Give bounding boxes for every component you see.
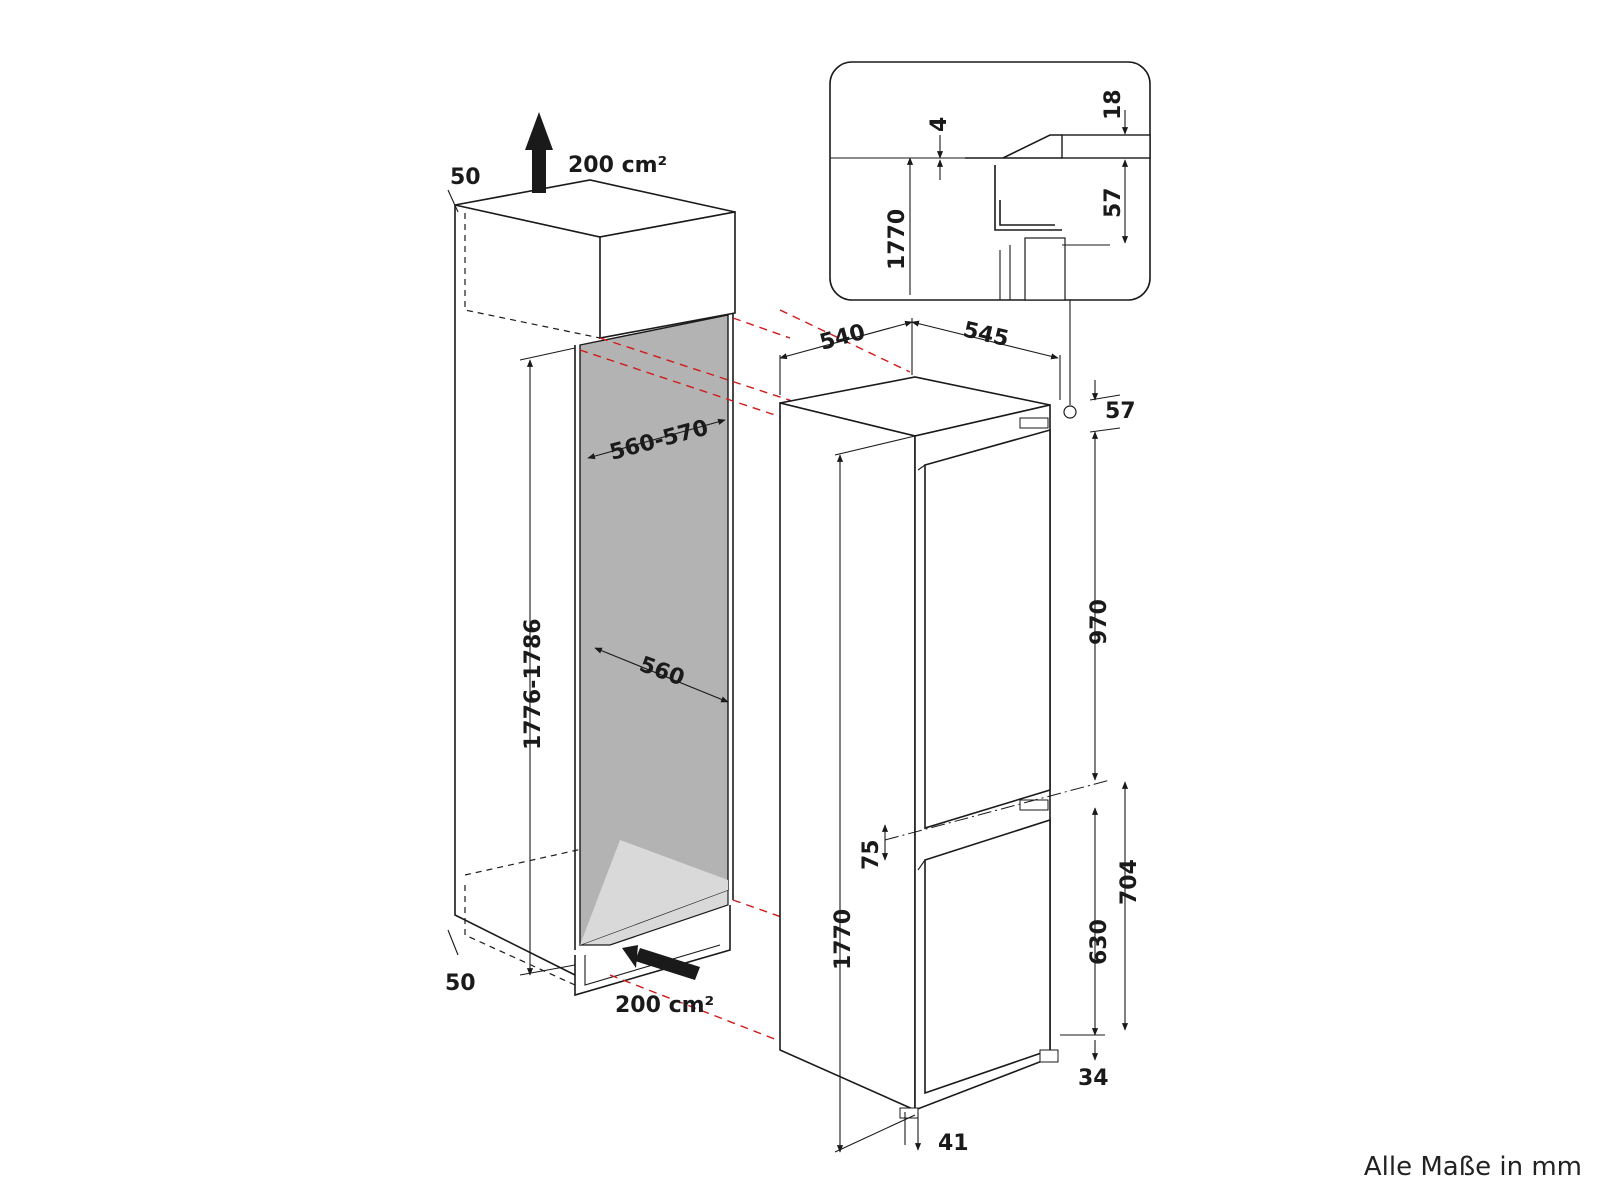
niche-top-front bbox=[599, 211, 736, 339]
appliance-total-height: 1770 bbox=[831, 909, 856, 970]
fridge-side bbox=[779, 401, 916, 1112]
units-footnote: Alle Maße in mm bbox=[1363, 1152, 1582, 1182]
fridge bbox=[779, 376, 1077, 1119]
detail-inset bbox=[829, 61, 1151, 405]
detail-offset-b: 18 bbox=[1101, 89, 1126, 120]
appliance-bottom-offset: 34 bbox=[1078, 1066, 1109, 1091]
appliance-top-offset: 57 bbox=[1105, 399, 1136, 424]
appliance-upper-door: 970 bbox=[1087, 599, 1112, 645]
appliance-depth-side: 545 bbox=[961, 317, 1011, 352]
niche-vent-bottom: 200 cm² bbox=[615, 993, 714, 1018]
niche-top-gap: 50 bbox=[450, 165, 481, 190]
detail-offset-c: 57 bbox=[1101, 187, 1126, 218]
lower-door bbox=[924, 818, 1051, 1095]
niche-cabinet bbox=[454, 179, 736, 997]
appliance-lower-door: 630 bbox=[1087, 919, 1112, 965]
niche-height: 1776-1786 bbox=[521, 618, 546, 750]
niche-back-panel bbox=[579, 314, 729, 947]
arrow-diagonal-icon bbox=[622, 945, 700, 980]
appliance-lower-total: 704 bbox=[1117, 859, 1142, 905]
upper-door bbox=[924, 428, 1051, 830]
appliance-depth-top: 540 bbox=[817, 320, 868, 356]
appliance-base: 41 bbox=[938, 1131, 969, 1156]
niche-bottom-gap: 50 bbox=[445, 971, 476, 996]
appliance-gap: 75 bbox=[859, 839, 884, 870]
arrow-up-icon bbox=[525, 112, 553, 193]
niche-vent-top: 200 cm² bbox=[568, 153, 667, 178]
detail-offset-a: 4 bbox=[927, 117, 952, 132]
niche-side-panel bbox=[454, 205, 576, 976]
detail-height: 1770 bbox=[885, 209, 910, 270]
